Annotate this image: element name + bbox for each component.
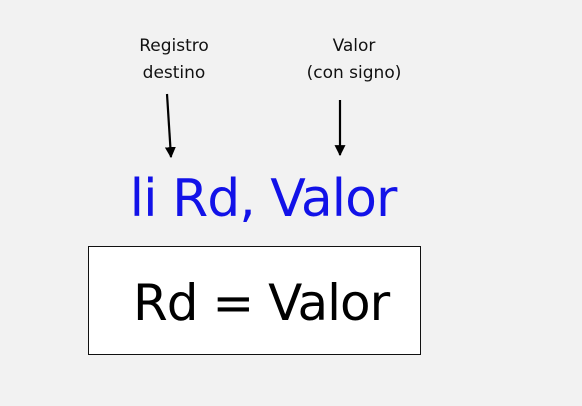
signed-value-label-line-2: (con signo) <box>306 63 402 83</box>
result-expression: Rd = Valor <box>133 274 390 332</box>
signed-value-label-line-1: Valor <box>332 36 376 56</box>
li-instruction-syntax: li Rd, Valor <box>129 169 398 229</box>
destination-register-label: Registro destino <box>119 33 229 87</box>
destination-arrow <box>164 93 176 159</box>
destination-register-label-line-2: destino <box>142 63 206 83</box>
destination-register-label-line-1: Registro <box>139 36 209 56</box>
result-box: Rd = Valor <box>88 246 421 355</box>
signed-value-label: Valor (con signo) <box>284 33 424 87</box>
